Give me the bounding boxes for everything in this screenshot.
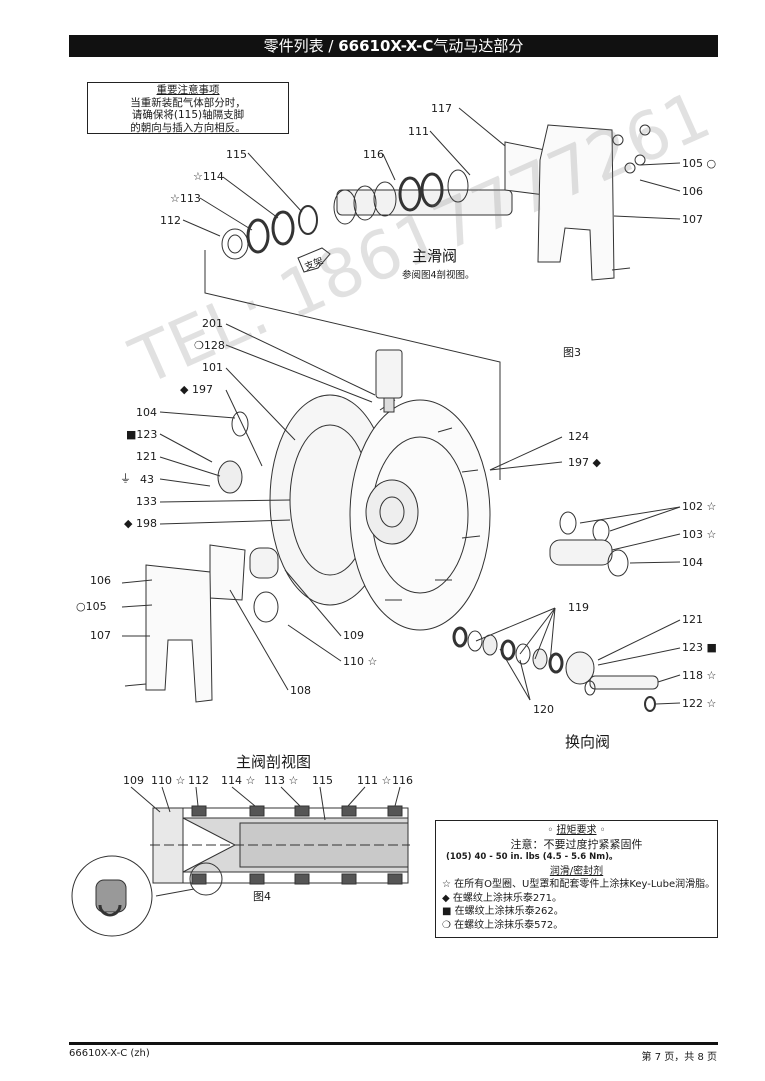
notice-line-3: 的朝向与插入方向相反。 <box>130 121 246 134</box>
callout-120: 120 <box>533 703 554 716</box>
notice-line-2: 请确保将(115)轴隔支脚 <box>131 109 245 121</box>
callout-109: 109 <box>343 629 364 642</box>
callout-114: ☆114 <box>193 170 224 183</box>
callout-121-right: 121 <box>682 613 703 626</box>
footer-doc-number: 66610X-X-C (zh) <box>69 1048 150 1059</box>
callout-106-bottom: 106 <box>90 574 111 587</box>
callout-110: 110 ☆ <box>343 655 378 668</box>
lube-line-1: ☆ 在所有O型圈、U型罩和配套零件上涂抹Key-Lube润滑脂。 <box>442 879 716 890</box>
callout-104-right: 104 <box>682 556 703 569</box>
callout-101: 101 <box>202 361 223 374</box>
figure-4-label: 图4 <box>253 890 271 903</box>
section-callout-116: 116 <box>392 774 413 787</box>
callout-123-left: ■123 <box>126 428 158 441</box>
callout-102: 102 ☆ <box>682 500 717 513</box>
callout-111: 111 <box>408 125 429 138</box>
callout-117: 117 <box>431 102 452 115</box>
callout-107-top: 107 <box>682 213 703 226</box>
callout-119: 119 <box>568 601 589 614</box>
lube-line-2: ◆ 在螺纹上涂抹乐泰271。 <box>442 892 562 904</box>
callout-105-bottom: ○105 <box>76 600 107 613</box>
section-callout-114: 114 ☆ <box>221 774 256 787</box>
torque-spec: (105) 40 - 50 in. lbs (4.5 - 5.6 Nm)。 <box>446 852 618 862</box>
section-callout-110: 110 ☆ <box>151 774 186 787</box>
callout-122: 122 ☆ <box>682 697 717 710</box>
main-valve-label: 主滑阀 <box>412 247 458 265</box>
callout-133: 133 <box>136 495 157 508</box>
torque-heading-row: ◦ 扭矩要求 ◦ <box>436 824 717 838</box>
callout-116: 116 <box>363 148 384 161</box>
title-model: 66610X-X-C <box>338 37 434 55</box>
callout-113: ☆113 <box>170 192 201 205</box>
callout-128: ❍128 <box>194 339 225 352</box>
callout-124: 124 <box>568 430 589 443</box>
main-valve-reference: 参阅图4剖视图。 <box>402 270 475 281</box>
section-callout-115: 115 <box>312 774 333 787</box>
section-callout-112: 112 <box>188 774 209 787</box>
callout-123-right: 123 ■ <box>682 641 717 654</box>
torque-note: 注意：不要过度拧紧紧固件 <box>510 837 643 851</box>
callout-115: 115 <box>226 148 247 161</box>
footer-rule <box>69 1042 718 1045</box>
important-notice-box: 重要注意事项 当重新装配气体部分时， 请确保将(115)轴隔支脚 的朝向与插入方… <box>87 82 289 134</box>
main-valve-section-label: 主阀剖视图 <box>236 753 312 771</box>
notice-heading: 重要注意事项 <box>156 84 220 96</box>
lube-heading: 润滑/密封剂 <box>549 865 604 877</box>
notice-line-1: 当重新装配气体部分时， <box>130 96 246 109</box>
callout-108: 108 <box>290 684 311 697</box>
callout-201: 201 <box>202 317 223 330</box>
lube-line-3: ■ 在螺纹上涂抹乐泰262。 <box>442 906 564 917</box>
torque-requirements-box: ◦ 扭矩要求 ◦ 注意：不要过度拧紧紧固件 (105) 40 - 50 in. … <box>435 820 718 938</box>
callout-103: 103 ☆ <box>682 528 717 541</box>
reversing-valve-label: 换向阀 <box>565 733 611 751</box>
callout-105-top: 105 ○ <box>682 157 717 170</box>
callout-106-top: 106 <box>682 185 703 198</box>
footer-page-number: 第 7 页，共 8 页 <box>641 1052 717 1063</box>
callout-121-left: 121 <box>136 450 157 463</box>
torque-heading: 扭矩要求 <box>556 825 597 836</box>
callout-197-left: ◆ 197 <box>180 383 213 396</box>
section-callout-113: 113 ☆ <box>264 774 299 787</box>
figure-3-label: 图3 <box>563 346 581 359</box>
title-prefix: 零件列表 / <box>263 37 339 55</box>
callout-198: ◆ 198 <box>124 517 157 530</box>
callout-43: 43 <box>140 473 154 486</box>
section-callout-111: 111 ☆ <box>357 774 392 787</box>
torque-icon-right: ◦ <box>596 825 606 836</box>
callout-107-bottom: 107 <box>90 629 111 642</box>
ground-icon: ⏚ <box>120 472 131 485</box>
callout-197-right: 197 ◆ <box>568 456 601 469</box>
callout-104-left: 104 <box>136 406 157 419</box>
callout-112: 112 <box>160 214 181 227</box>
torque-icon-left: ◦ <box>547 825 557 836</box>
callout-118: 118 ☆ <box>682 669 717 682</box>
title-suffix: 气动马达部分 <box>433 37 524 55</box>
section-callout-109: 109 <box>123 774 144 787</box>
lube-line-4: ❍ 在螺纹上涂抹乐泰572。 <box>442 919 564 931</box>
page-title-bar: 零件列表 / 66610X-X-C气动马达部分 <box>69 35 718 57</box>
